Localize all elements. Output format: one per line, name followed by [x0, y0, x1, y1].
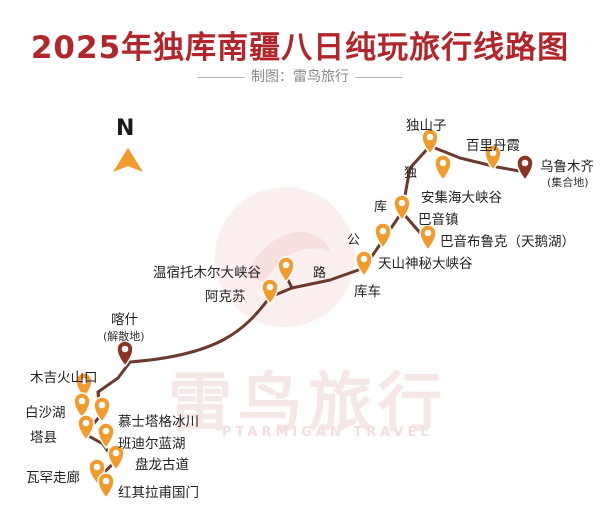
pin-urumqi: [516, 154, 534, 181]
label-dushanzi: 独山子: [406, 118, 447, 134]
road-char-lu: 路: [313, 266, 327, 281]
pin-bayanbulak: [419, 224, 437, 251]
label-baisha: 白沙湖: [25, 405, 66, 421]
label-khunjerab: 红其拉甫国门: [118, 485, 199, 501]
pin-bayin-town: [393, 194, 411, 221]
road-char-du: 独: [404, 166, 418, 181]
label-urumqi-note: (集合地): [547, 176, 589, 189]
road-char-ku: 库: [374, 200, 388, 215]
pin-banditer: [97, 422, 115, 449]
label-kashgar: 喀什: [111, 312, 138, 328]
pin-wensu: [277, 256, 295, 283]
label-wakhan: 瓦罕走廊: [26, 470, 80, 486]
watermark-subtext: PTARMIGAN TRAVEL: [222, 425, 433, 440]
north-label: N: [116, 116, 135, 141]
label-aksu: 阿克苏: [205, 289, 246, 305]
pin-anjihai: [434, 154, 452, 181]
pin-tianshan-canyon: [374, 222, 392, 249]
label-anjihai: 安集海大峡谷: [421, 190, 502, 206]
label-baili-danxia: 百里丹霞: [466, 138, 520, 154]
pin-taxian: [77, 414, 95, 441]
credit-right-rule: [355, 76, 403, 78]
label-bayanbulak: 巴音布鲁克（天鹅湖）: [440, 234, 575, 250]
map-title: 2025年独库南疆八日纯玩旅行线路图: [30, 30, 570, 66]
pin-aksu: [261, 278, 279, 305]
road-char-gong: 公: [347, 233, 361, 248]
credit-text: 制图：雷鸟旅行: [251, 69, 349, 85]
pin-kuqa: [355, 250, 373, 277]
label-muztagh: 慕士塔格冰川: [118, 414, 199, 430]
label-taxian: 塔县: [30, 430, 57, 446]
label-mujihuoshan: 木吉火山口: [30, 370, 98, 386]
label-kashgar-note: (解散地): [103, 330, 145, 343]
label-wensu: 温宿托木尔大峡谷: [153, 265, 261, 281]
map-credit: 制图：雷鸟旅行: [0, 66, 600, 86]
pin-khunjerab: [97, 472, 115, 499]
label-kuqa: 库车: [354, 284, 381, 300]
pin-muztagh: [93, 396, 111, 423]
label-panlong: 盘龙古道: [135, 457, 189, 473]
label-bayin-town: 巴音镇: [418, 212, 459, 228]
label-urumqi: 乌鲁木齐: [540, 159, 594, 175]
pin-baisha: [73, 392, 91, 419]
north-arrow-icon: [113, 148, 143, 172]
credit-left-rule: [197, 76, 245, 78]
label-tianshan-canyon: 天山神秘大峡谷: [378, 256, 473, 272]
watermark-text: 雷鸟旅行: [168, 367, 448, 441]
pin-kashgar: [116, 340, 134, 367]
label-banditer: 班迪尔蓝湖: [118, 436, 186, 452]
